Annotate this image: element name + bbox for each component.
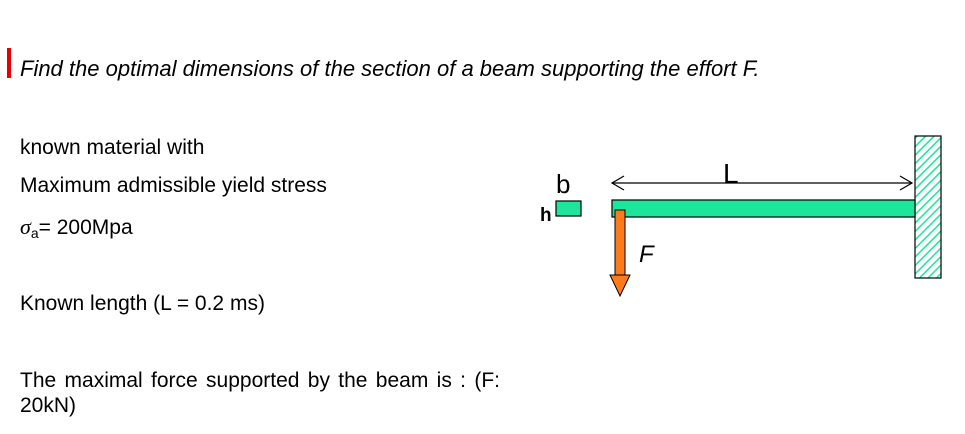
- force-arrow-shaft: [614, 209, 626, 277]
- label-h: h: [540, 205, 552, 226]
- problem-title: Find the optimal dimensions of the secti…: [20, 56, 760, 81]
- material-text: known material with: [20, 136, 205, 159]
- sigma-value: = 200Mpa: [38, 216, 133, 239]
- force-text: The maximal force supported by the beam …: [20, 369, 500, 417]
- stress-label: Maximum admissible yield stress: [20, 174, 327, 197]
- beam-cross-section: [555, 200, 582, 217]
- beam: [611, 199, 916, 218]
- length-text: Known length (L = 0.2 ms): [20, 292, 265, 315]
- force-arrow-head: [609, 274, 631, 298]
- label-L: L: [723, 158, 739, 189]
- sigma-symbol: σ: [20, 214, 31, 239]
- label-b: b: [556, 169, 570, 199]
- length-arrowhead-left: [610, 175, 625, 191]
- sigma-subscript: a: [30, 225, 39, 241]
- label-F: F: [639, 241, 655, 268]
- title-accent-bar: [7, 48, 11, 78]
- length-arrowhead-right: [899, 175, 914, 191]
- sigma-line: σa= 200Mpa: [20, 214, 133, 241]
- wall-support: [914, 135, 942, 279]
